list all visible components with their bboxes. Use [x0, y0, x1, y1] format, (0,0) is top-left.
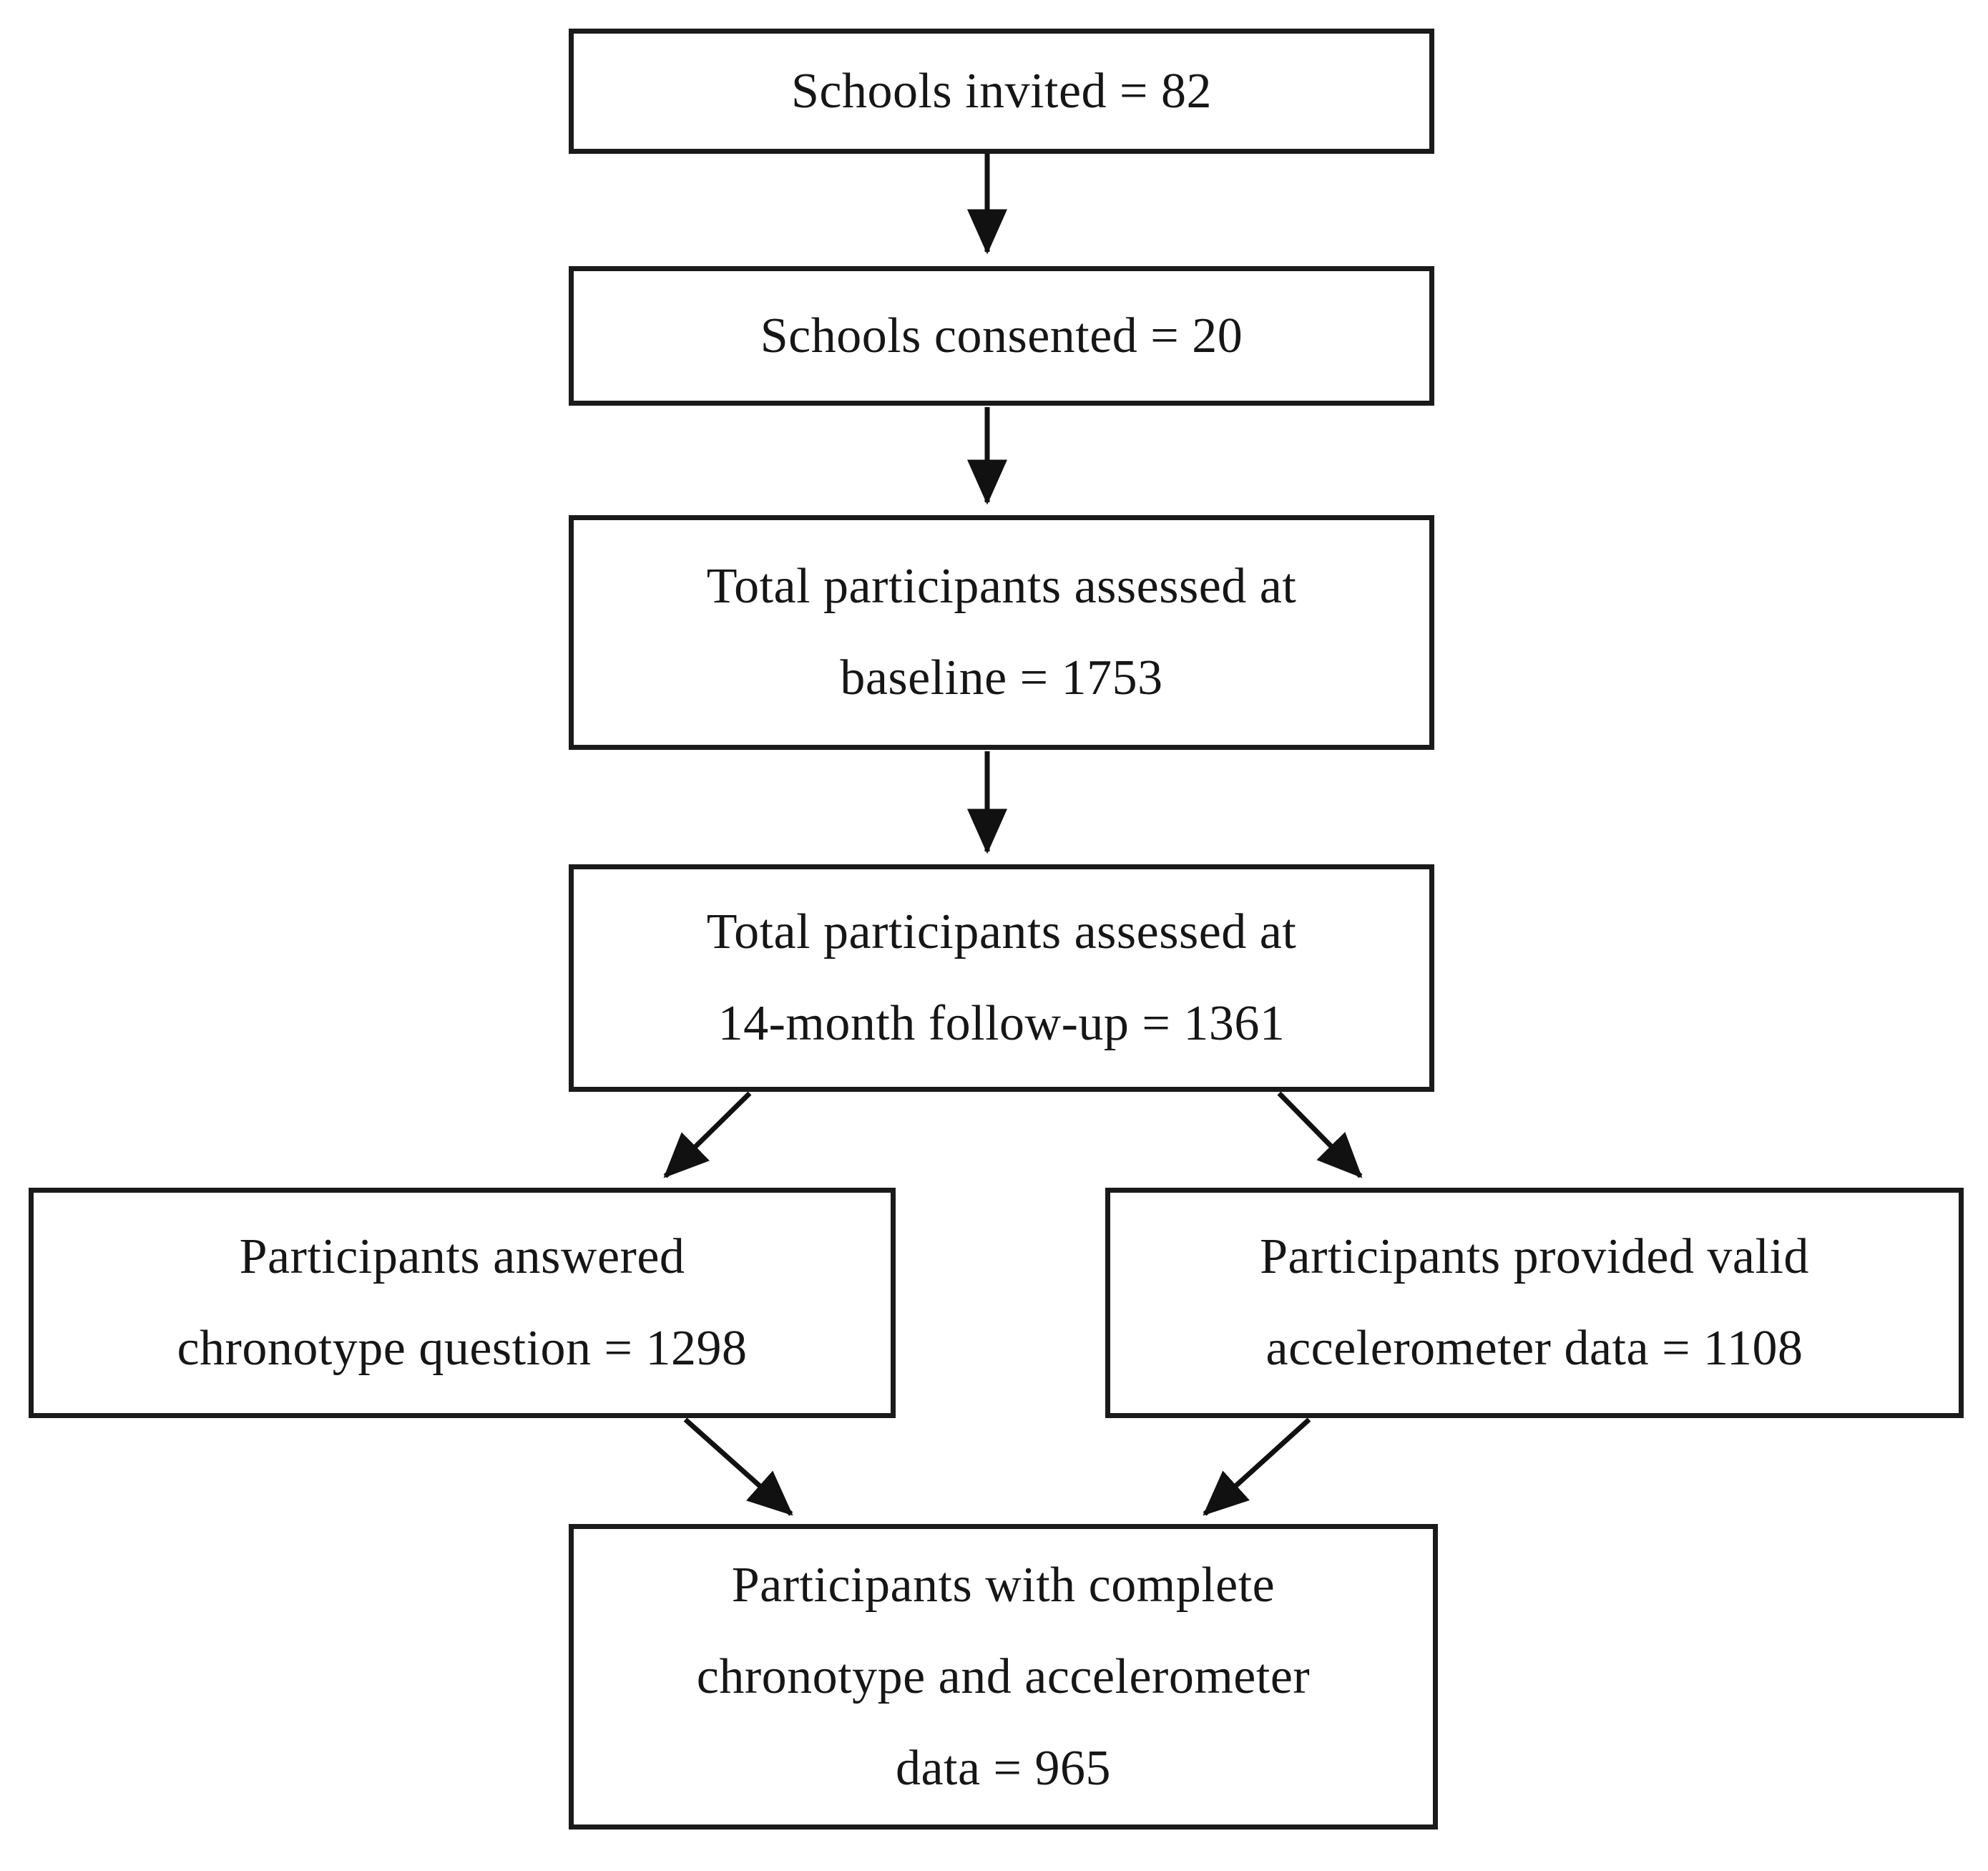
node-text: chronotype question = 1298 [177, 1321, 748, 1376]
arrow-accelerometer-to-complete [1203, 1417, 1311, 1516]
node-text: 14-month follow-up = 1361 [718, 996, 1286, 1051]
node-text: Total participants assessed at [706, 904, 1297, 959]
flow-node-schools-consented: Schools consented = 20 [569, 266, 1434, 406]
node-text: data = 965 [895, 1740, 1112, 1796]
node-text: Schools invited = 82 [790, 63, 1213, 119]
node-text: Participants answered [239, 1229, 685, 1284]
arrow-followup-to-accelerometer [1277, 1091, 1363, 1178]
node-text: baseline = 1753 [840, 650, 1163, 705]
flow-node-schools-invited: Schools invited = 82 [569, 29, 1434, 154]
node-text: chronotype and accelerometer [696, 1648, 1311, 1704]
node-text: Total participants assessed at [706, 559, 1297, 614]
arrow-chronotype-to-complete [683, 1417, 793, 1516]
flow-node-answered-chronotype: Participants answered chronotype questio… [29, 1188, 896, 1418]
arrow-followup-to-chronotype [663, 1091, 752, 1178]
node-text: Schools consented = 20 [760, 308, 1243, 363]
flow-node-assessed-followup: Total participants assessed at 14-month … [569, 864, 1434, 1092]
node-text: Participants with complete [731, 1557, 1275, 1613]
flow-node-complete-data: Participants with complete chronotype an… [569, 1524, 1438, 1830]
flow-node-valid-accelerometer: Participants provided valid acceleromete… [1105, 1188, 1964, 1418]
flow-node-assessed-baseline: Total participants assessed at baseline … [569, 515, 1434, 750]
node-text: Participants provided valid [1260, 1229, 1809, 1284]
node-text: accelerometer data = 1108 [1265, 1321, 1803, 1376]
